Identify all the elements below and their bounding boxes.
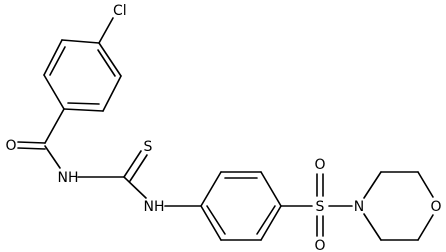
atom-cl: Cl xyxy=(113,3,127,19)
bond xyxy=(63,108,104,112)
bonds xyxy=(17,17,434,241)
bond xyxy=(44,145,61,169)
bond xyxy=(123,176,147,199)
bond xyxy=(123,150,142,178)
atom-n-morpholine: N xyxy=(354,199,364,215)
bond xyxy=(206,205,226,235)
bond xyxy=(43,39,63,76)
bond xyxy=(102,75,122,112)
bond xyxy=(256,205,276,235)
atom-nh-amide: NH xyxy=(58,170,79,186)
bond xyxy=(44,108,65,144)
bond xyxy=(67,102,100,105)
bond xyxy=(49,46,66,76)
bond xyxy=(200,205,222,241)
bond xyxy=(98,42,122,77)
atom-o-carbonyl: O xyxy=(5,138,16,154)
bond xyxy=(43,74,65,110)
bond xyxy=(417,214,434,241)
bond xyxy=(17,141,46,144)
bond xyxy=(363,171,382,199)
bond xyxy=(260,205,282,241)
atom-o-sulfonyl-top: O xyxy=(314,157,325,173)
bond xyxy=(363,213,382,241)
bond xyxy=(129,154,148,182)
bond xyxy=(200,171,222,207)
bond xyxy=(98,17,114,44)
atom-o-sulfonyl-bottom: O xyxy=(314,238,325,252)
atom-labels: Cl O NH S NH S O O N O xyxy=(5,3,441,252)
atom-o-morpholine: O xyxy=(430,199,441,215)
bond xyxy=(260,171,282,207)
bond xyxy=(417,171,434,198)
bond xyxy=(17,147,46,150)
atom-s-thio: S xyxy=(144,139,153,155)
atom-s-sulfonyl: S xyxy=(316,199,325,215)
bond xyxy=(97,49,116,77)
atom-nh-aryl: NH xyxy=(144,199,165,215)
bond xyxy=(61,39,100,44)
